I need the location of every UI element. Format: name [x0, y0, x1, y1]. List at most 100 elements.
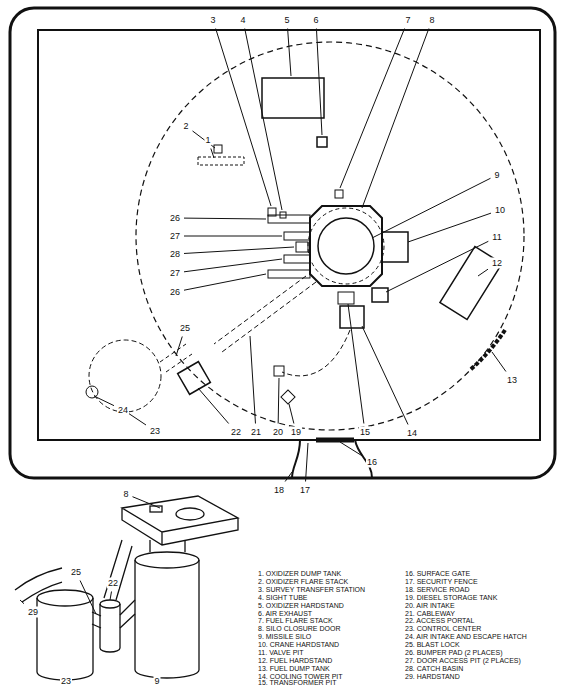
- oxidizer-dump-tank: [198, 157, 244, 165]
- leader-line: [128, 413, 146, 425]
- site-boundary-circle: [136, 42, 524, 430]
- leader-line: [348, 304, 364, 424]
- hardstand-lines: [15, 568, 62, 602]
- callout-number: 18: [273, 485, 285, 496]
- road-spur: [292, 440, 372, 478]
- key-entry: 21. CABLEWAY: [405, 610, 455, 617]
- escape-hatch: [86, 386, 98, 398]
- catch-basin: [296, 242, 308, 252]
- leader-line: [362, 29, 429, 209]
- cooling-tower-pit: [340, 306, 364, 328]
- key-entry: 20. AIR INTAKE: [405, 602, 455, 609]
- leader-line: [211, 149, 214, 159]
- cableway-branch: [282, 330, 350, 376]
- key-entry: 15. TRANSFORMER PIT: [258, 679, 336, 686]
- key-entry: 24. AIR INTAKE AND ESCAPE HATCH: [405, 633, 527, 640]
- callout-number: 27: [169, 268, 181, 279]
- blast-lock: [160, 344, 192, 372]
- silo-top: [135, 552, 199, 568]
- key-entry: 19. DIESEL STORAGE TANK: [405, 594, 497, 601]
- callout-number: 22: [230, 427, 242, 438]
- bumper-pad: [268, 270, 310, 278]
- callout-number: 11: [491, 232, 502, 243]
- callout-number: 15: [359, 427, 371, 438]
- key-entry: 22. ACCESS PORTAL: [405, 617, 474, 624]
- leader-line: [184, 236, 282, 237]
- callout-number: 7: [404, 15, 411, 26]
- leader-line: [288, 29, 291, 77]
- diesel-storage-tank: [281, 390, 295, 404]
- leader-line: [245, 29, 282, 211]
- leader-line: [340, 442, 363, 456]
- key-entry: 14. COOLING TOWER PIT: [258, 673, 343, 680]
- inset-cableway: [120, 600, 135, 628]
- inset-cable-shaft: [104, 540, 132, 600]
- crane-hardstand: [382, 232, 408, 262]
- leader-line: [340, 29, 405, 189]
- leader-line: [176, 337, 182, 357]
- key-entry: 8. SILO CLOSURE DOOR: [258, 625, 340, 632]
- silo-door-detail: [150, 506, 162, 512]
- leader-line: [285, 472, 292, 482]
- callout-number: 3: [209, 15, 216, 26]
- leader-line: [306, 443, 308, 482]
- callout-number: 25: [179, 323, 191, 334]
- leader-line: [250, 336, 255, 424]
- leader-line: [184, 218, 266, 220]
- callout-number: 27: [169, 231, 181, 242]
- fuel-dump-tank: [470, 330, 505, 370]
- air-exhaust: [317, 137, 327, 147]
- callout-number: 6: [312, 15, 319, 26]
- inset-blast-lock: [92, 612, 101, 628]
- callout-number: 13: [506, 375, 518, 386]
- cableway: [214, 276, 316, 352]
- callout-number: 29: [27, 607, 39, 618]
- callout-number: 23: [60, 675, 72, 686]
- silo-door-ring: [176, 508, 204, 520]
- callout-number: 24: [117, 405, 129, 416]
- oxidizer-flare-stack: [214, 145, 222, 153]
- inset-perspective: [15, 496, 238, 680]
- leader-line: [278, 378, 280, 424]
- key-entry: 3. SURVEY TRANSFER STATION: [258, 586, 365, 593]
- callout-number: 26: [169, 213, 181, 224]
- silo-neck: [150, 540, 185, 552]
- callout-number: 19: [290, 427, 302, 438]
- key-entry: 4. SIGHT TUBE: [258, 594, 308, 601]
- callout-number: 9: [153, 675, 160, 686]
- key-entry: 17. SECURITY FENCE: [405, 578, 478, 585]
- missile-silo: [318, 218, 374, 274]
- callout-number: 8: [122, 489, 129, 500]
- silo-ring: [308, 208, 384, 284]
- key-entry: 12. FUEL HARDSTAND: [258, 657, 332, 664]
- key-entry: 26. BUMPER PAD (2 PLACES): [405, 649, 503, 656]
- control-center-top: [37, 590, 93, 606]
- key-entry: 5. OXIDIZER HARDSTAND: [258, 602, 344, 609]
- oxidizer-hardstand: [262, 78, 324, 118]
- key-entry: 28. CATCH BASIN: [405, 665, 463, 672]
- inset-access-portal: [100, 604, 120, 652]
- door-access-pit: [284, 255, 310, 263]
- door-access-pit: [284, 232, 310, 240]
- key-entry: 29. HARDSTAND: [405, 673, 460, 680]
- callout-number: 17: [299, 485, 311, 496]
- inset-control-center: [37, 598, 93, 680]
- key-entry: 6. AIR EXHAUST: [258, 610, 312, 617]
- leader-line: [184, 274, 266, 290]
- callout-number: 21: [250, 427, 262, 438]
- leader-line: [94, 396, 114, 406]
- valve-pit: [372, 288, 388, 302]
- leader-line: [198, 388, 229, 424]
- callout-number: 12: [491, 258, 503, 269]
- key-entry: 18. SERVICE ROAD: [405, 586, 469, 593]
- key-entry: 10. CRANE HARDSTAND: [258, 641, 339, 648]
- callout-number: 9: [493, 170, 500, 181]
- leader-line: [193, 131, 215, 148]
- leader-line: [80, 581, 96, 615]
- callout-number: 4: [239, 15, 246, 26]
- callout-number: 5: [283, 15, 290, 26]
- access-portal-top: [100, 600, 120, 608]
